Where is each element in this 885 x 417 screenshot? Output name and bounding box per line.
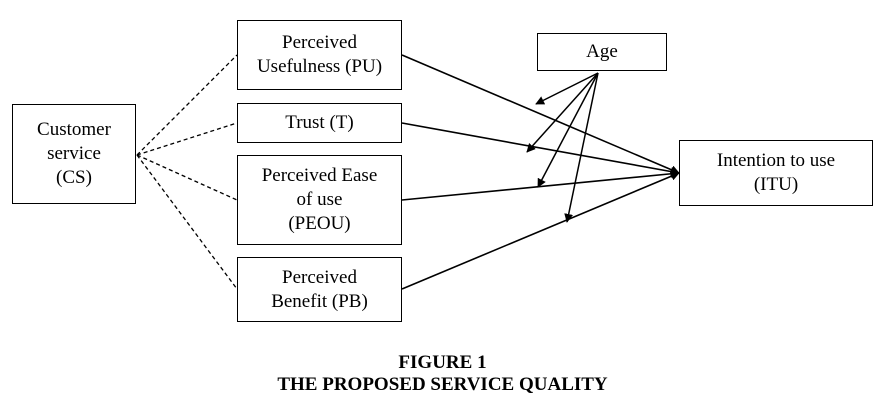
dashed-link-cs-pu: [136, 54, 238, 156]
node-label-line: Usefulness (PU): [256, 56, 383, 77]
arrow-peou-to-itu: [401, 169, 680, 201]
node-label-line: Perceived: [282, 32, 357, 53]
figure-title: THE PROPOSED SERVICE QUALITY: [277, 374, 608, 395]
arrow-t-to-itu: [401, 122, 680, 176]
node-perceived-usefulness: Perceived Usefulness (PU): [237, 20, 402, 90]
arrow-pb-to-itu: [401, 171, 680, 290]
arrow-pu-to-itu: [401, 54, 680, 174]
node-label-line: (PEOU): [288, 213, 351, 234]
node-label-line: Age: [586, 41, 618, 62]
node-label-line: (CS): [56, 167, 92, 188]
dashed-link-cs-t: [136, 122, 238, 156]
node-label-line: Trust (T): [285, 112, 354, 133]
moderating-arrow-age-to-peou-itu: [537, 72, 599, 188]
node-trust: Trust (T): [237, 103, 402, 143]
node-label-line: (ITU): [753, 174, 799, 195]
node-label-line: Customer: [37, 119, 111, 140]
node-perceived-benefit: Perceived Benefit (PB): [237, 257, 402, 322]
node-label-line: Perceived: [282, 266, 357, 288]
node-intention-to-use: Intention to use (ITU): [679, 140, 873, 206]
moderating-arrow-age-to-pb-itu: [564, 72, 599, 223]
moderating-arrow-age-to-t-itu: [526, 72, 599, 153]
node-customer-service: Customer service (CS): [12, 104, 136, 204]
node-label-line: Perceived Ease: [261, 165, 378, 186]
node-label-line: Intention to use: [716, 150, 836, 171]
dashed-link-cs-pb: [136, 154, 238, 290]
figure-number: FIGURE 1: [398, 352, 487, 373]
figure-caption: FIGURE 1 THE PROPOSED SERVICE QUALITY: [0, 352, 885, 396]
moderating-arrow-age-to-pu-itu: [535, 72, 599, 105]
node-label-line: Benefit (PB): [271, 290, 368, 312]
node-perceived-ease-of-use: Perceived Ease of use (PEOU): [237, 155, 402, 245]
node-age: Age: [537, 33, 667, 71]
dashed-link-cs-peou: [136, 154, 238, 201]
node-label-line: service: [47, 143, 101, 164]
node-label-line: of use: [296, 189, 343, 210]
